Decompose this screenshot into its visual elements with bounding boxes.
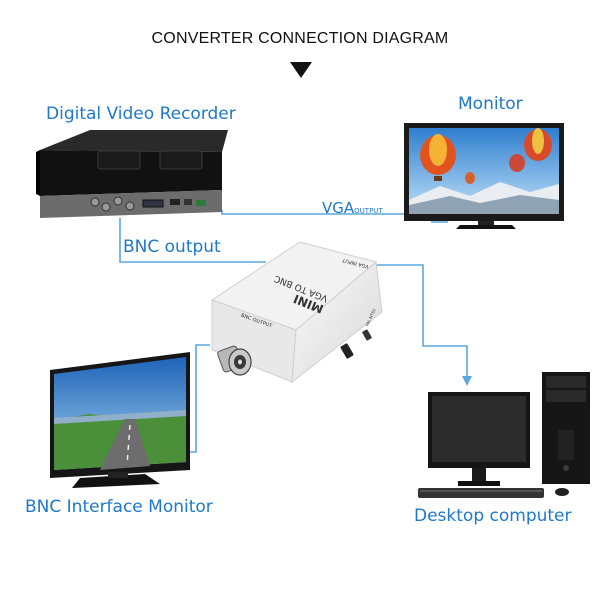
dvr-device [36, 130, 228, 218]
vga-label-sub: OUTPUT [354, 207, 383, 215]
bnc-output-label: BNC output [123, 237, 221, 257]
vga-label: VGAOUTPUT [322, 199, 383, 217]
vga-input-cable-line [355, 264, 468, 378]
monitor-label: Monitor [458, 94, 523, 114]
arrow-head-icon [462, 376, 472, 386]
bnc-monitor-cable-line [190, 344, 210, 453]
bnc-monitor-label: BNC Interface Monitor [25, 497, 213, 517]
monitor-device [404, 123, 564, 229]
desktop-device [418, 372, 590, 498]
diagram-title: CONVERTER CONNECTION DIAGRAM [151, 30, 449, 47]
down-arrow-icon [290, 62, 312, 78]
vga-label-main: VGA [322, 199, 355, 217]
dvr-label: Digital Video Recorder [46, 104, 236, 124]
converter-box: MINI VGA TO BNC VGA INPUT BNC OUTPUT PAL… [210, 241, 383, 384]
bnc-monitor-device [50, 352, 190, 488]
bnc-cable-line [119, 218, 266, 263]
desktop-label: Desktop computer [414, 506, 572, 526]
